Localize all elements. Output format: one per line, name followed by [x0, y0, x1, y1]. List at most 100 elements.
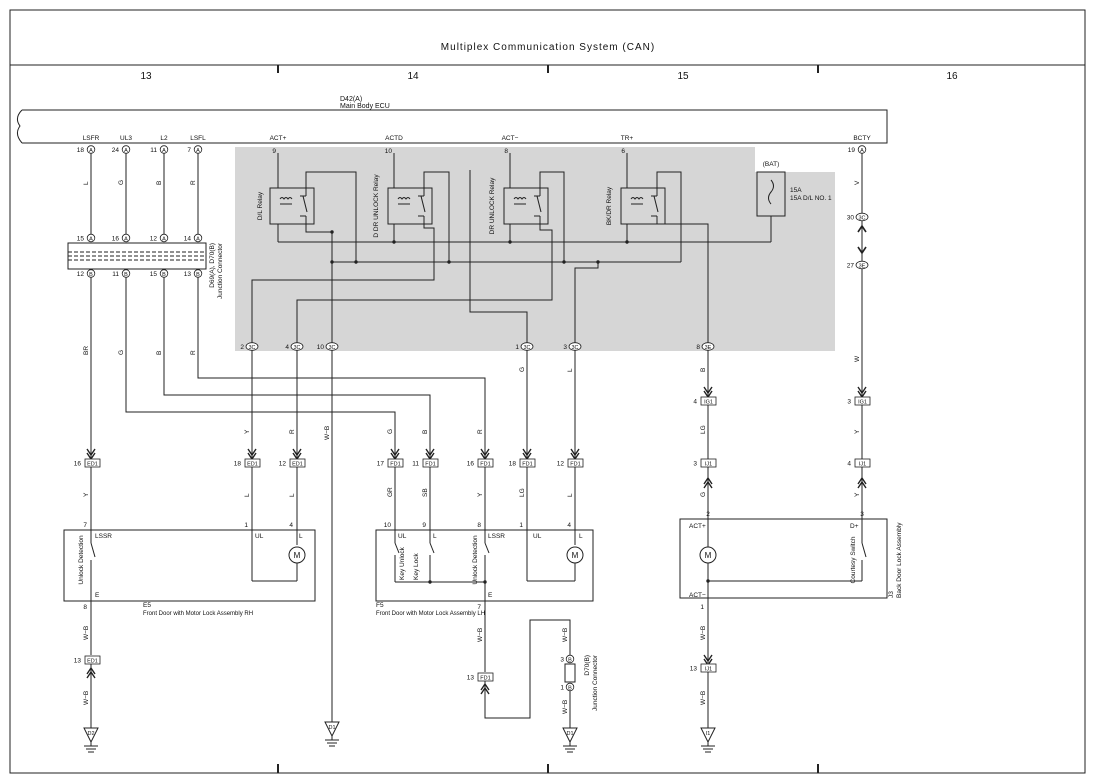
ecu-id: D42(A) — [340, 96, 362, 103]
bcty-inline-connector: 3C 30 3E 27 — [847, 212, 869, 270]
ground-d1-a: D1 — [324, 721, 340, 747]
wire-color: Y — [854, 429, 861, 434]
svg-text:B: B — [124, 272, 128, 278]
svg-text:Courtesy Switch: Courtesy Switch — [850, 536, 857, 583]
svg-text:12: 12 — [557, 461, 565, 468]
svg-text:Back Door Lock Assembly: Back Door Lock Assembly — [896, 522, 903, 598]
svg-text:IJ1: IJ1 — [859, 462, 866, 468]
svg-text:I1: I1 — [706, 731, 711, 737]
ecu-terminal-bcty: BCTY 19 A — [848, 135, 872, 154]
svg-text:J3: J3 — [888, 591, 895, 598]
svg-text:7: 7 — [83, 522, 87, 529]
relay-dr-unlock: DR UNLOCK Relay — [489, 177, 549, 234]
svg-text:1: 1 — [700, 604, 704, 611]
svg-text:3C: 3C — [858, 216, 865, 222]
svg-text:13: 13 — [690, 666, 698, 673]
grid-label-14: 14 — [407, 71, 419, 82]
svg-text:UL3: UL3 — [120, 135, 132, 142]
ecu-terminal-act-plus: ACT+ 9 — [270, 135, 287, 155]
wire-color: L — [244, 493, 251, 497]
ground-d2: D2 — [83, 727, 99, 753]
e5-front-door-lock-rh: 7 1 4 8 LSSR UL L E Unlock Detection M E… — [63, 522, 316, 617]
svg-text:3E: 3E — [859, 264, 866, 270]
wire-color: Y — [83, 492, 90, 497]
svg-text:16: 16 — [467, 461, 475, 468]
svg-text:E: E — [95, 592, 100, 599]
svg-text:11: 11 — [150, 147, 157, 154]
svg-text:LSFL: LSFL — [190, 135, 206, 142]
wire-color: W — [854, 355, 861, 362]
svg-text:FD1: FD1 — [425, 462, 435, 468]
svg-text:15A D/L NO. 1: 15A D/L NO. 1 — [790, 195, 832, 202]
svg-text:TR+: TR+ — [621, 135, 634, 142]
svg-text:ACT−: ACT− — [689, 592, 706, 599]
wire-color: LG — [700, 425, 707, 434]
svg-text:D69(A), D70(B): D69(A), D70(B) — [209, 243, 216, 288]
wire-color: W−B — [324, 426, 331, 440]
svg-text:FD1: FD1 — [390, 462, 400, 468]
wire-color: G — [519, 367, 526, 372]
svg-text:18: 18 — [77, 147, 85, 154]
svg-text:L2: L2 — [160, 135, 168, 142]
svg-text:1: 1 — [244, 522, 248, 529]
wire-color: W−B — [477, 628, 484, 642]
svg-text:A: A — [162, 148, 166, 154]
grid-label-16: 16 — [946, 71, 958, 82]
svg-text:D+: D+ — [850, 523, 859, 530]
svg-text:B: B — [196, 272, 200, 278]
svg-text:27: 27 — [847, 263, 855, 270]
svg-text:3: 3 — [693, 461, 697, 468]
main-body-ecu: D42(A) Main Body ECU — [16, 96, 888, 144]
svg-text:L: L — [433, 533, 437, 540]
svg-text:12: 12 — [150, 236, 158, 243]
svg-text:Key Unlock: Key Unlock — [399, 546, 406, 580]
svg-text:UL: UL — [398, 533, 407, 540]
svg-text:B: B — [568, 686, 572, 692]
wire-color: Y — [854, 492, 861, 497]
svg-text:12: 12 — [77, 271, 85, 278]
j3-back-door-lock: 2 3 1 ACT+ D+ ACT− M Courtesy Switch J3 … — [679, 511, 903, 611]
svg-text:Unlock Detection: Unlock Detection — [472, 535, 479, 585]
svg-text:11: 11 — [112, 271, 119, 278]
svg-text:1: 1 — [515, 344, 519, 351]
svg-text:3: 3 — [560, 657, 564, 664]
svg-text:LSSR: LSSR — [488, 533, 505, 540]
svg-text:LSSR: LSSR — [95, 533, 112, 540]
svg-text:18: 18 — [234, 461, 242, 468]
wire-color: G — [387, 429, 394, 434]
ecu-terminal-ul3: UL3 24 A — [112, 135, 133, 154]
svg-text:D70(B): D70(B) — [584, 655, 591, 676]
svg-text:1: 1 — [519, 522, 523, 529]
svg-text:4: 4 — [289, 522, 293, 529]
svg-text:4: 4 — [693, 399, 697, 406]
svg-text:D1: D1 — [566, 731, 573, 737]
svg-text:30: 30 — [847, 215, 855, 222]
svg-text:FD1: FD1 — [522, 462, 532, 468]
svg-text:DR UNLOCK Relay: DR UNLOCK Relay — [489, 177, 496, 234]
svg-text:8: 8 — [504, 148, 508, 155]
svg-text:B: B — [89, 272, 93, 278]
svg-text:16: 16 — [74, 461, 82, 468]
svg-text:8: 8 — [477, 522, 481, 529]
wire-color: BR — [83, 346, 90, 355]
svg-text:Unlock Detection: Unlock Detection — [78, 535, 85, 585]
ecu-terminal-lsfl: LSFL 7 A — [187, 135, 206, 154]
svg-text:IG1: IG1 — [704, 400, 713, 406]
diagram-title: Multiplex Communication System (CAN) — [441, 42, 655, 53]
svg-text:4: 4 — [567, 522, 571, 529]
svg-text:7: 7 — [187, 147, 191, 154]
wire-color: SB — [422, 488, 429, 497]
grid-label-13: 13 — [140, 71, 152, 82]
wire-color: R — [477, 429, 484, 434]
svg-text:F5: F5 — [376, 602, 384, 609]
wire-color: R — [190, 350, 197, 355]
junction-connector-d70: B 3 B 1 D70(B) Junction Connector — [560, 654, 599, 711]
svg-text:3: 3 — [847, 399, 851, 406]
svg-text:A: A — [860, 148, 864, 154]
svg-text:A: A — [124, 237, 128, 243]
svg-text:E: E — [488, 592, 493, 599]
wire-color: G — [118, 180, 125, 185]
junction-connector-d69: A 15 A 16 A 12 A 14 B 12 B 11 B 15 B 13 … — [67, 233, 224, 299]
svg-text:10: 10 — [317, 344, 325, 351]
